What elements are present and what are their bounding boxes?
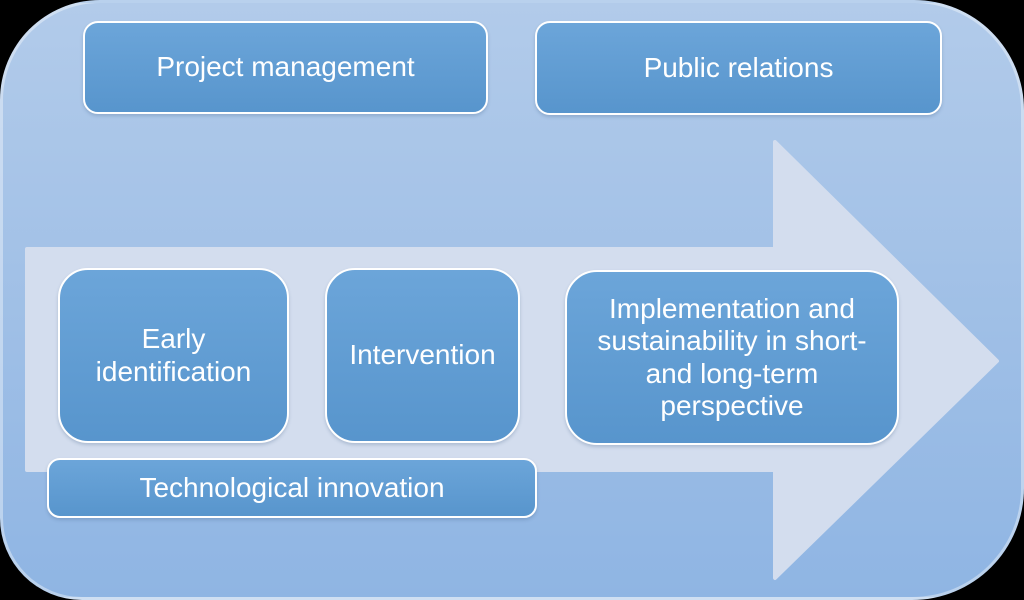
box-early-identification-label: Early identification — [95, 323, 252, 387]
box-project-management-label: Project management — [156, 51, 415, 83]
box-public-relations: Public relations — [535, 21, 942, 115]
box-intervention: Intervention — [325, 268, 520, 443]
box-technological-innovation: Technological innovation — [47, 458, 537, 518]
box-early-identification: Early identification — [58, 268, 289, 443]
box-implementation-sustainability: Implementation and sustainability in sho… — [565, 270, 899, 445]
box-public-relations-label: Public relations — [643, 51, 834, 83]
box-intervention-label: Intervention — [349, 339, 496, 371]
box-technological-innovation-label: Technological innovation — [139, 471, 445, 503]
box-project-management: Project management — [83, 21, 488, 114]
box-implementation-sustainability-label: Implementation and sustainability in sho… — [597, 292, 867, 421]
